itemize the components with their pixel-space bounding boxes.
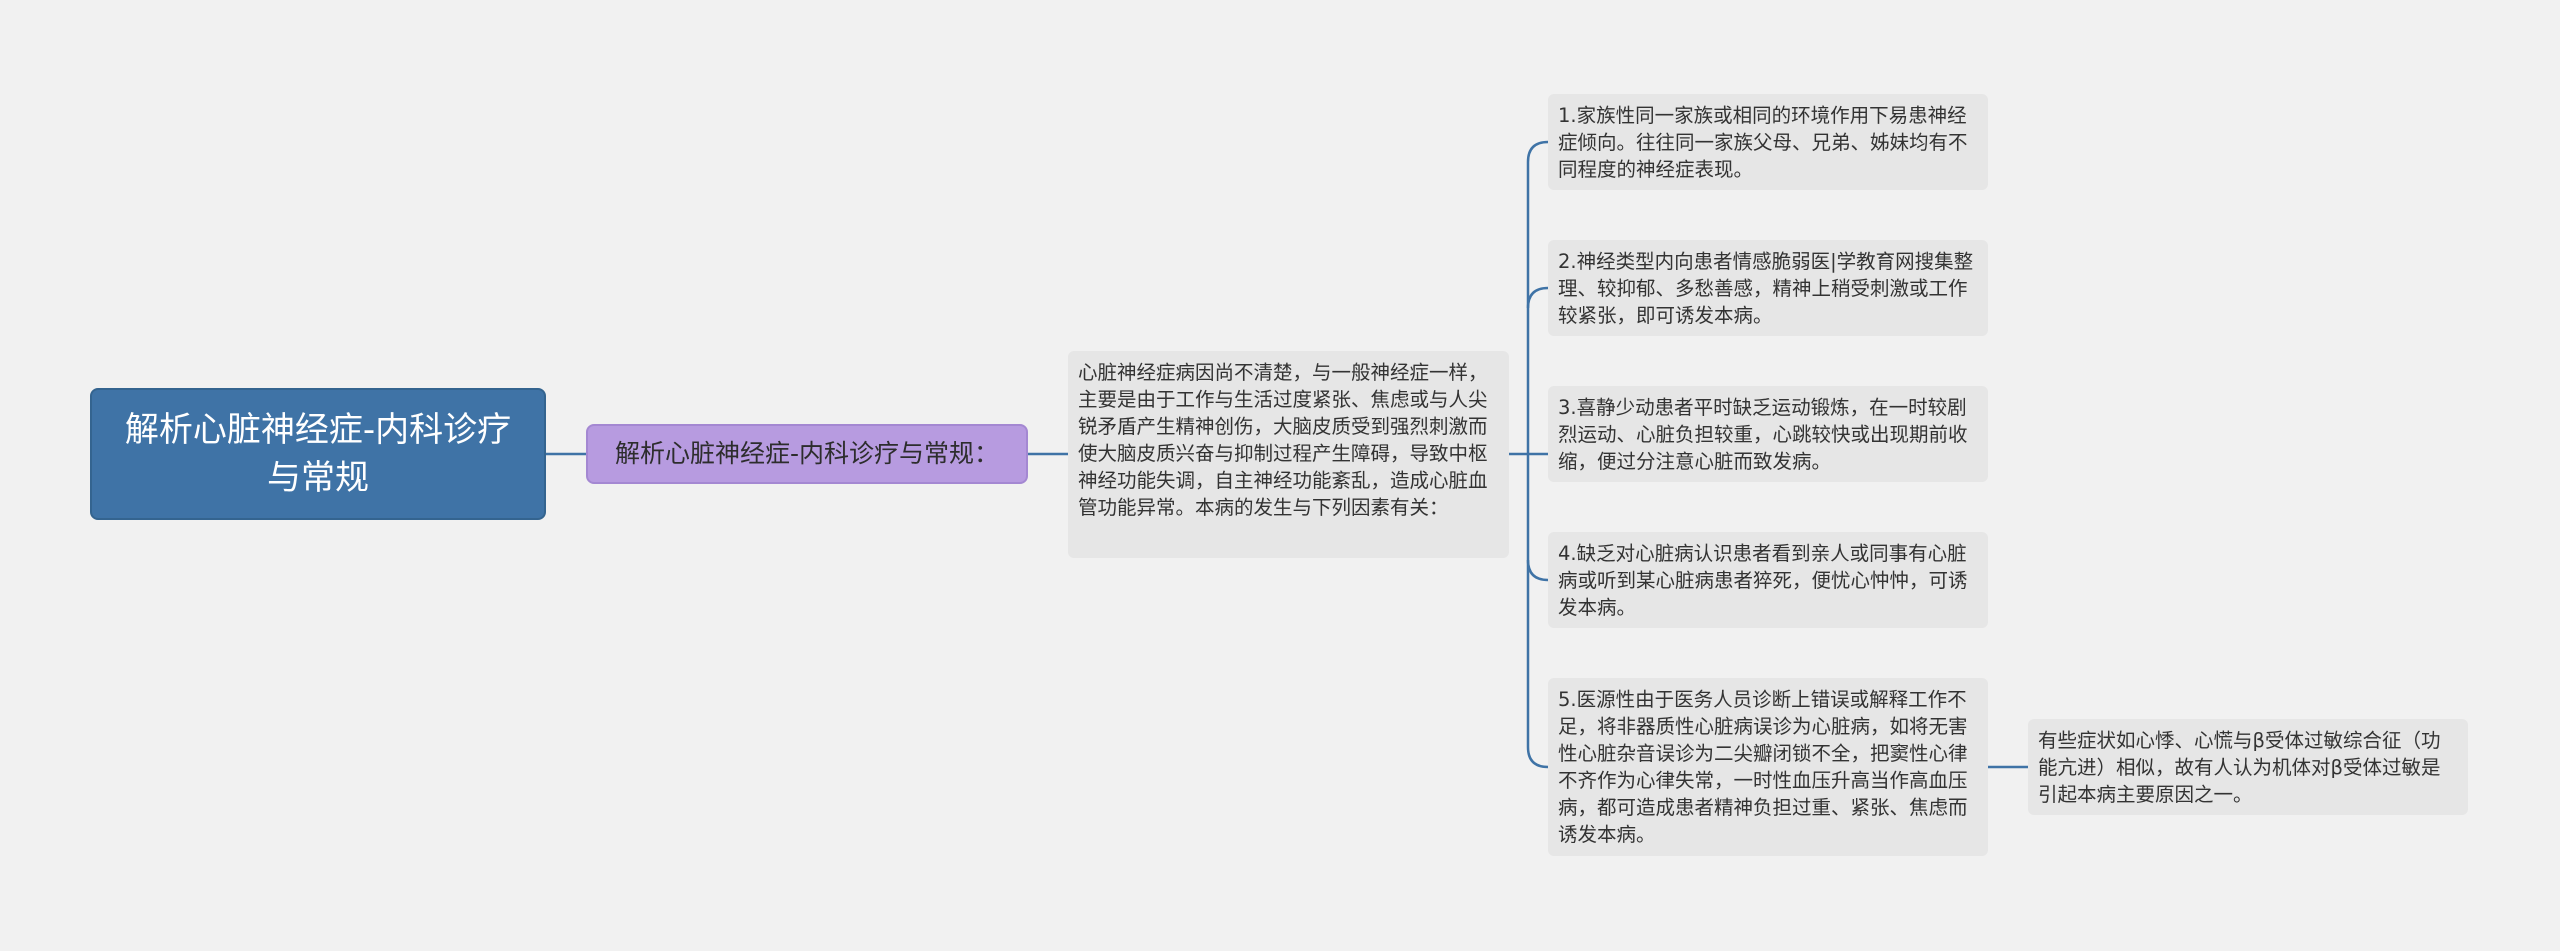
cause-text-1: 1.家族性同一家族或相同的环境作用下易患神经症倾向。往往同一家族父母、兄弟、姊妹…	[1558, 104, 1968, 181]
connector-cause-4	[1526, 559, 1549, 582]
cause-node-4[interactable]: 4.缺乏对心脏病认识患者看到亲人或同事有心脏病或听到某心脏病患者猝死，便忧心忡忡…	[1548, 532, 1988, 628]
root-topic-label: 解析心脏神经症-内科诊疗与常规	[124, 410, 512, 498]
description-node[interactable]: 心脏神经症病因尚不清楚，与一般神经症一样，主要是由于工作与生活过度紧张、焦虑或与…	[1068, 351, 1509, 558]
cause-text-4: 4.缺乏对心脏病认识患者看到亲人或同事有心脏病或听到某心脏病患者猝死，便忧心忡忡…	[1558, 542, 1968, 619]
extra-node[interactable]: 有些症状如心悸、心慌与β受体过敏综合征（功能亢进）相似，故有人认为机体对β受体过…	[2028, 719, 2468, 815]
root-topic[interactable]: 解析心脏神经症-内科诊疗与常规	[90, 388, 546, 520]
cause-text-2: 2.神经类型内向患者情感脆弱医|学教育网搜集整理、较抑郁、多愁善感，精神上稍受刺…	[1558, 250, 1974, 327]
cause-node-1[interactable]: 1.家族性同一家族或相同的环境作用下易患神经症倾向。往往同一家族父母、兄弟、姊妹…	[1548, 94, 1988, 190]
subtopic-node[interactable]: 解析心脏神经症-内科诊疗与常规：	[586, 424, 1028, 484]
subtopic-label: 解析心脏神经症-内科诊疗与常规：	[614, 439, 1000, 468]
connector-cause-2	[1526, 286, 1549, 309]
cause-text-3: 3.喜静少动患者平时缺乏运动锻炼，在一时较剧烈运动、心脏负担较重，心跳较快或出现…	[1558, 396, 1968, 473]
description-text: 心脏神经症病因尚不清楚，与一般神经症一样，主要是由于工作与生活过度紧张、焦虑或与…	[1078, 361, 1488, 519]
cause-node-2[interactable]: 2.神经类型内向患者情感脆弱医|学教育网搜集整理、较抑郁、多愁善感，精神上稍受刺…	[1548, 240, 1988, 336]
cause-node-5[interactable]: 5.医源性由于医务人员诊断上错误或解释工作不足，将非器质性心脏病误诊为心脏病，如…	[1548, 678, 1988, 856]
cause-text-5: 5.医源性由于医务人员诊断上错误或解释工作不足，将非器质性心脏病误诊为心脏病，如…	[1558, 688, 1968, 846]
extra-text: 有些症状如心悸、心慌与β受体过敏综合征（功能亢进）相似，故有人认为机体对β受体过…	[2038, 729, 2441, 806]
cause-node-3[interactable]: 3.喜静少动患者平时缺乏运动锻炼，在一时较剧烈运动、心脏负担较重，心跳较快或出现…	[1548, 386, 1988, 482]
